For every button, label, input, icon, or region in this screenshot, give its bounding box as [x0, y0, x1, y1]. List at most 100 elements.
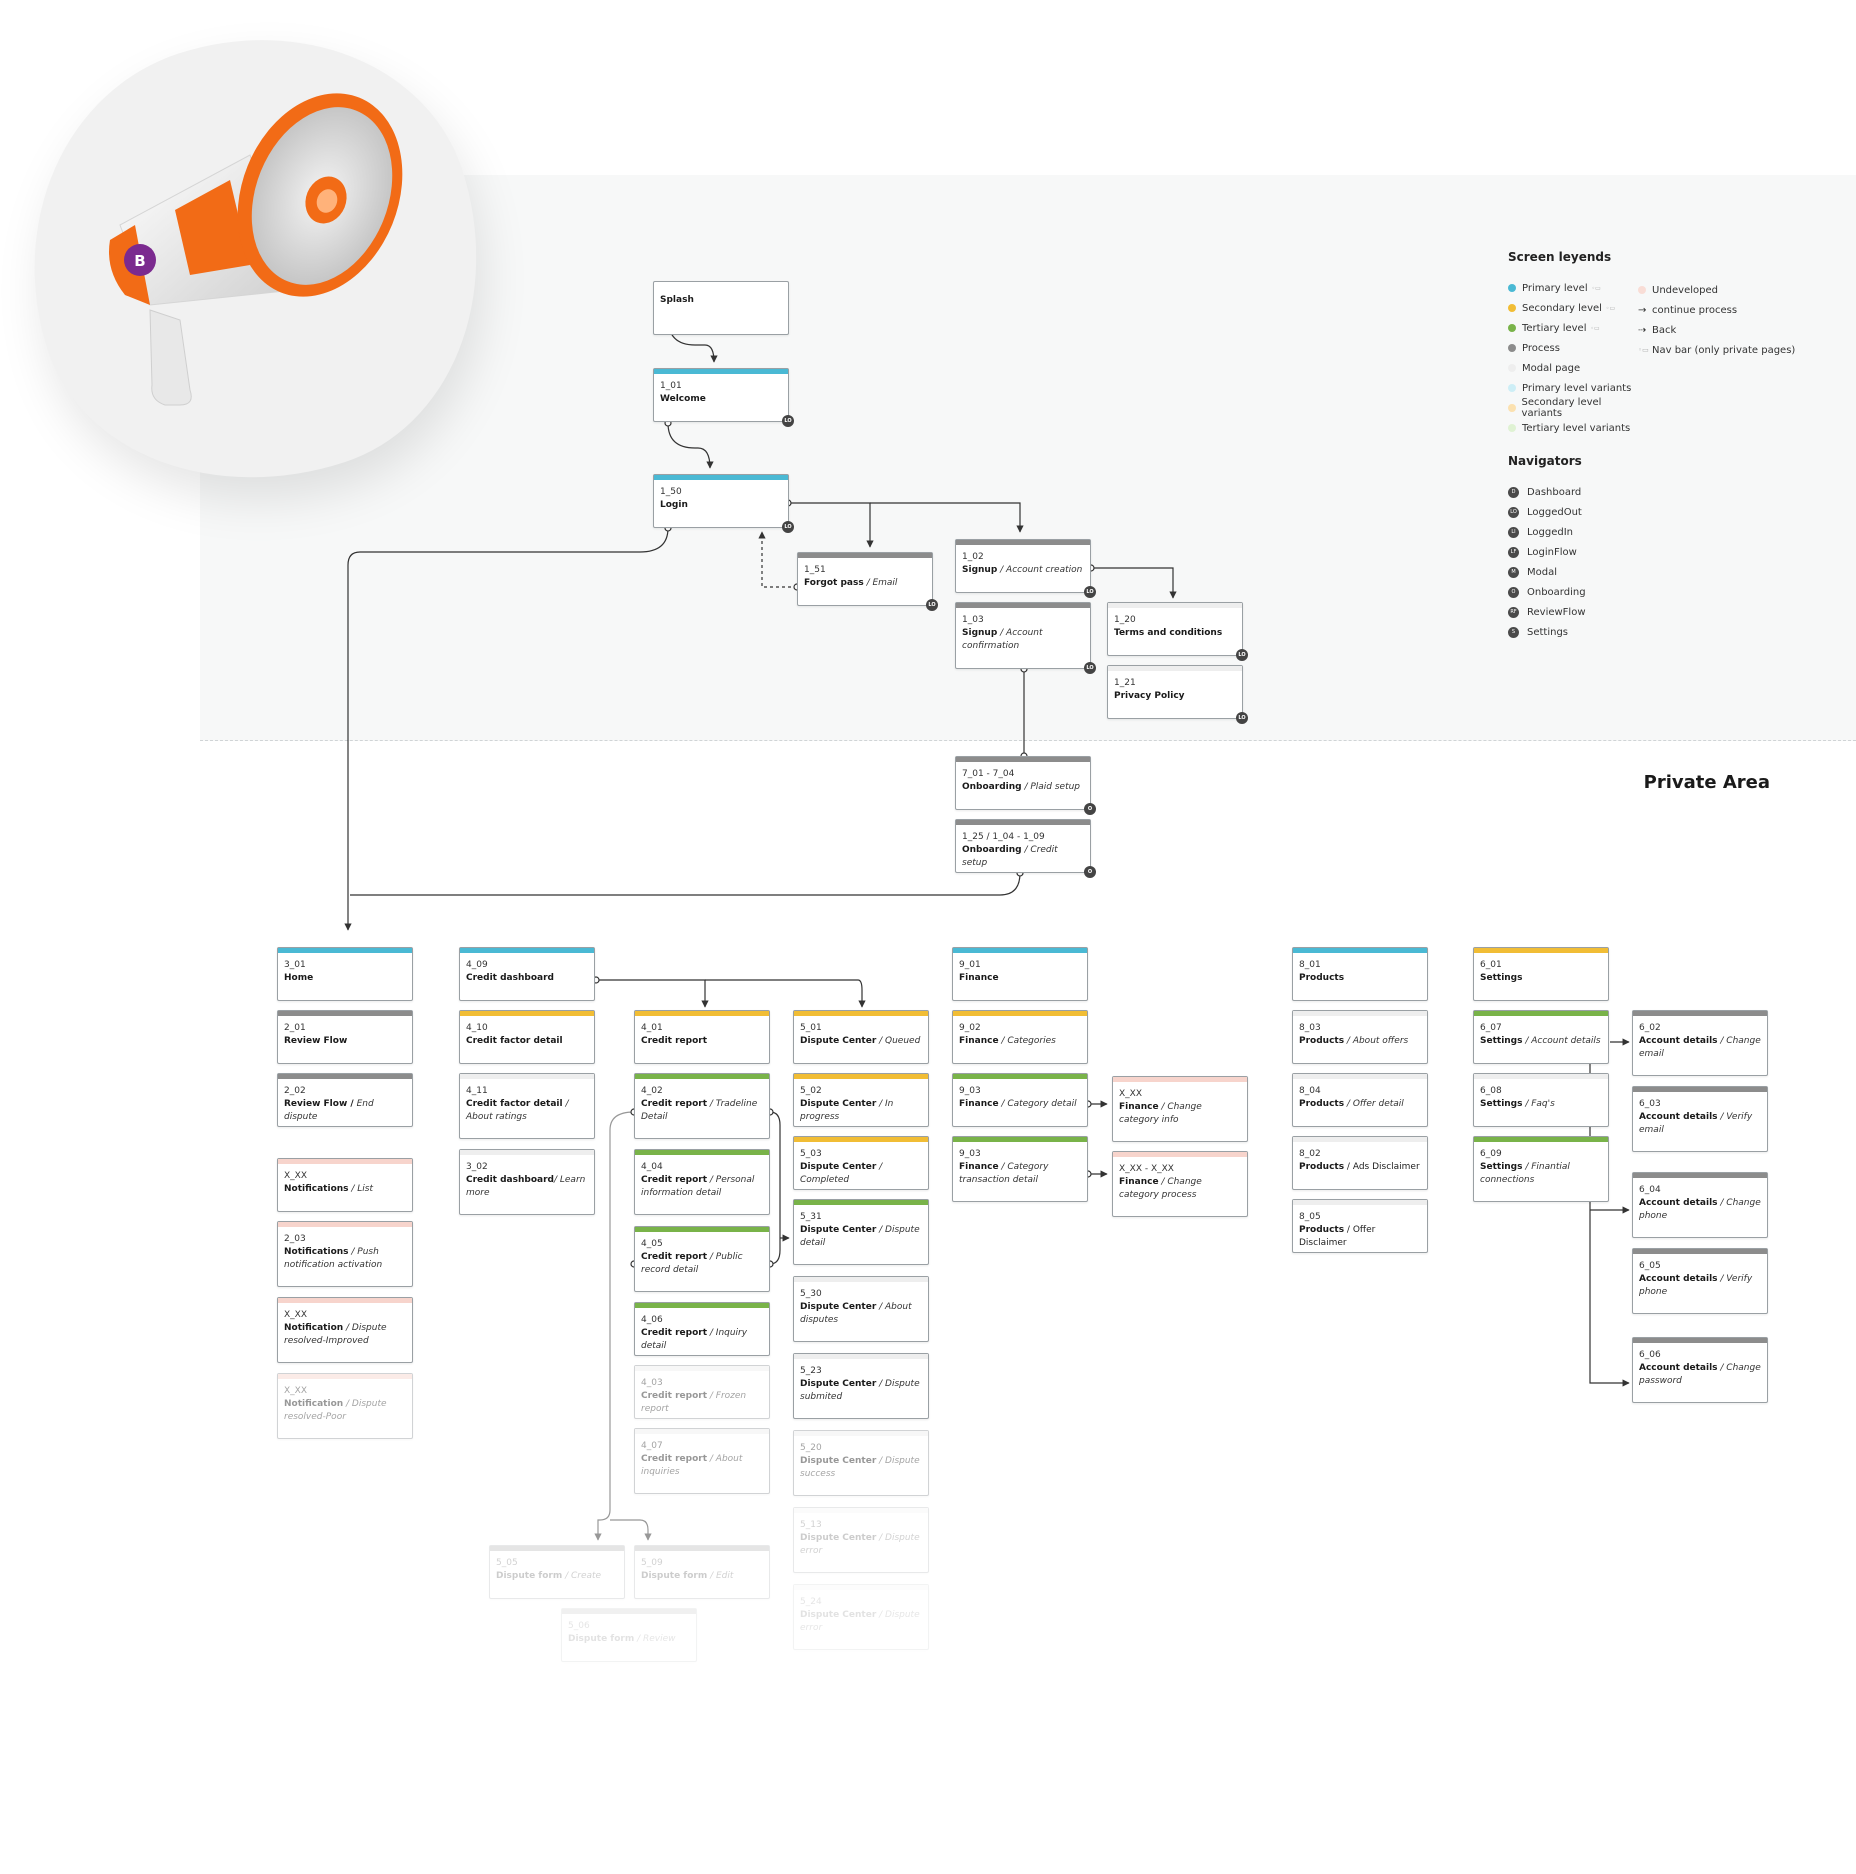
screen-subtitle: / Create: [562, 1571, 602, 1581]
legend-item: Secondary level variants: [1508, 397, 1638, 419]
screen-subtitle: / About inquiries: [641, 1454, 743, 1477]
level-bar: [1113, 1077, 1247, 1082]
screen-code: 6_06: [1639, 1350, 1661, 1360]
screen-code: 9_01: [959, 960, 981, 970]
screen-splash[interactable]: Splash: [653, 281, 789, 335]
legend-swatch: [1508, 344, 1516, 352]
screen-subtitle: / Inquiry detail: [641, 1328, 748, 1351]
screen-subtitle: / Push notification activation: [284, 1247, 383, 1270]
level-bar: [794, 1508, 928, 1513]
screen-forgot-pass[interactable]: 1_51 Forgot pass / Email LO: [797, 552, 938, 611]
navigator-icon: LO: [1508, 506, 1519, 518]
screen-code: 4_04: [641, 1162, 663, 1172]
screen-subtitle: / About disputes: [800, 1302, 912, 1325]
screen-title: Notifications: [284, 1184, 349, 1194]
screen-title: Credit factor detail: [466, 1099, 563, 1109]
screen-code: 1_51: [804, 565, 826, 575]
screen-title: Credit factor detail: [466, 1036, 563, 1046]
dashed-arrow-icon: ⇢: [1638, 324, 1647, 336]
screen-privacy-policy[interactable]: 1_21 Privacy Policy LO: [1107, 665, 1248, 724]
level-bar: [794, 1200, 928, 1205]
screen-code: 9_03: [959, 1149, 981, 1159]
screen-code: 8_04: [1299, 1086, 1321, 1096]
navigator-badge: LO: [1084, 586, 1096, 598]
screen-title: Welcome: [660, 394, 706, 404]
level-bar: [794, 1585, 928, 1590]
screen-login[interactable]: 1_50 Login LO: [653, 474, 794, 533]
screen-welcome[interactable]: 1_01 Welcome LO: [653, 368, 794, 427]
screen-title: Settings: [1480, 1036, 1523, 1046]
legend-item: ⇢Back: [1638, 320, 1795, 340]
screen-title: Onboarding: [962, 782, 1022, 792]
legend-item: Primary level variants: [1508, 378, 1638, 398]
screen-subtitle: / Review: [634, 1634, 676, 1644]
section-title-private-area: Private Area: [1643, 772, 1770, 793]
navigator-badge: LO: [1236, 649, 1248, 661]
screen-terms-and-conditions[interactable]: 1_20 Terms and conditions LO: [1107, 602, 1248, 661]
screen-signup-account-creation[interactable]: 1_02 Signup / Account creation LO: [955, 539, 1096, 598]
screen-onboarding-credit-setup[interactable]: 1_25 / 1_04 - 1_09 Onboarding / Credit s…: [955, 819, 1096, 878]
screen-code: 5_02: [800, 1086, 822, 1096]
screen-title: Signup: [962, 565, 998, 575]
screen-code: 5_23: [800, 1366, 822, 1376]
level-bar: [1474, 1074, 1608, 1079]
screen-code: 4_05: [641, 1239, 663, 1249]
screen-subtitle: / Account details: [1522, 1036, 1601, 1046]
screen-signup-account-confirmation[interactable]: 1_03 Signup / Account confirmation LO: [955, 602, 1096, 674]
screen-title: Dispute form: [496, 1571, 563, 1581]
screen-onboarding-plaid-setup[interactable]: 7_01 - 7_04 Onboarding / Plaid setup O: [955, 756, 1096, 815]
screen-code: 8_02: [1299, 1149, 1321, 1159]
level-bar: [1293, 948, 1427, 953]
